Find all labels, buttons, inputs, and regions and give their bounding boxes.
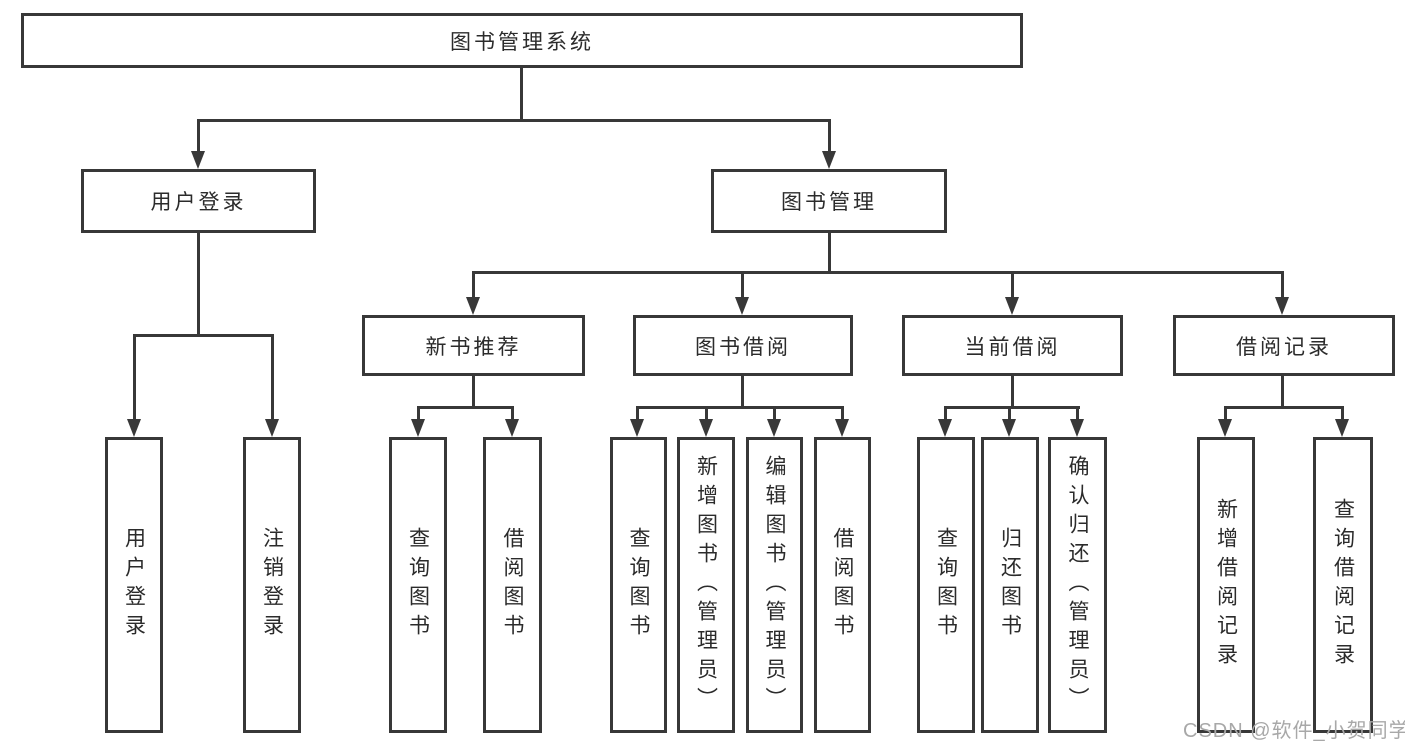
connector-line — [1011, 376, 1014, 409]
connector-line — [944, 406, 1080, 409]
connector-line — [705, 406, 708, 421]
arrow-down-icon — [630, 419, 644, 437]
node-label: 借阅记录 — [1236, 335, 1332, 359]
arrow-down-icon — [735, 297, 749, 315]
leaf-logout: 注销登录 — [243, 437, 301, 733]
leaf-query-books-recommend: 查询图书 — [389, 437, 447, 733]
connector-line — [741, 376, 744, 409]
arrow-down-icon — [835, 419, 849, 437]
node-label: 图书管理 — [781, 191, 877, 214]
leaf-edit-books-admin: 编辑图书（管理员） — [746, 437, 803, 733]
leaf-label: 新增图书（管理员） — [694, 454, 718, 716]
connector-line — [828, 119, 831, 153]
node-user-login: 用户登录 — [81, 169, 316, 233]
node-book-management: 图书管理 — [711, 169, 947, 233]
leaf-label: 归还图书 — [998, 527, 1022, 643]
connector-line — [511, 406, 514, 421]
arrow-down-icon — [411, 419, 425, 437]
node-label: 用户登录 — [150, 191, 247, 214]
arrow-down-icon — [822, 151, 836, 169]
arrow-down-icon — [1218, 419, 1232, 437]
connector-line — [1224, 406, 1227, 421]
node-label: 图书借阅 — [695, 335, 791, 359]
arrow-down-icon — [1275, 297, 1289, 315]
connector-line — [1011, 271, 1014, 299]
connector-line — [133, 334, 274, 337]
connector-line — [1076, 406, 1079, 421]
connector-line — [841, 406, 844, 421]
arrow-down-icon — [767, 419, 781, 437]
leaf-label: 查询图书 — [627, 527, 650, 643]
connector-line — [472, 271, 475, 299]
connector-line — [1224, 406, 1344, 409]
node-borrowing-records: 借阅记录 — [1173, 315, 1395, 376]
node-book-borrowing: 图书借阅 — [633, 315, 853, 376]
leaf-query-borrow-record: 查询借阅记录 — [1313, 437, 1373, 733]
leaf-add-books-admin: 新增图书（管理员） — [677, 437, 735, 733]
connector-line — [1008, 406, 1011, 421]
arrow-down-icon — [699, 419, 713, 437]
connector-line — [1281, 271, 1284, 299]
leaf-label: 借阅图书 — [501, 527, 524, 643]
leaf-query-books-current: 查询图书 — [917, 437, 975, 733]
leaf-confirm-return-admin: 确认归还（管理员） — [1048, 437, 1107, 733]
leaf-label: 新增借阅记录 — [1214, 498, 1238, 672]
leaf-label: 确认归还（管理员） — [1066, 454, 1089, 716]
arrow-down-icon — [265, 419, 279, 437]
arrow-down-icon — [127, 419, 141, 437]
connector-line — [944, 406, 947, 421]
arrow-down-icon — [505, 419, 519, 437]
node-label: 图书管理系统 — [450, 30, 594, 54]
connector-line — [197, 119, 200, 153]
node-current-borrowing: 当前借阅 — [902, 315, 1123, 376]
leaf-label: 编辑图书（管理员） — [763, 454, 786, 716]
connector-line — [1281, 376, 1284, 409]
arrow-down-icon — [1005, 297, 1019, 315]
leaf-user-login: 用户登录 — [105, 437, 163, 733]
leaf-label: 查询图书 — [406, 527, 430, 643]
leaf-add-borrow-record: 新增借阅记录 — [1197, 437, 1255, 733]
connector-line — [741, 271, 744, 299]
arrow-down-icon — [466, 297, 480, 315]
node-label: 当前借阅 — [964, 335, 1061, 359]
leaf-query-books-borrow: 查询图书 — [610, 437, 667, 733]
connector-line — [133, 334, 136, 421]
node-book-management-system: 图书管理系统 — [21, 13, 1023, 68]
leaf-return-books: 归还图书 — [981, 437, 1039, 733]
arrow-down-icon — [938, 419, 952, 437]
connector-line — [472, 271, 1284, 274]
connector-line — [636, 406, 639, 421]
connector-line — [828, 233, 831, 274]
connector-line — [520, 68, 523, 122]
arrow-down-icon — [1002, 419, 1016, 437]
arrow-down-icon — [1070, 419, 1084, 437]
connector-line — [197, 233, 200, 337]
connector-line — [773, 406, 776, 421]
leaf-borrow-books-borrow: 借阅图书 — [814, 437, 871, 733]
connector-line — [417, 406, 514, 409]
connector-line — [271, 334, 274, 421]
arrow-down-icon — [1335, 419, 1349, 437]
node-new-book-recommendation: 新书推荐 — [362, 315, 585, 376]
connector-line — [636, 406, 844, 409]
leaf-label: 查询图书 — [934, 527, 958, 643]
leaf-label: 注销登录 — [260, 527, 284, 643]
connector-line — [472, 376, 475, 409]
watermark: CSDN @软件_小贺同学 — [1183, 720, 1405, 742]
leaf-label: 借阅图书 — [831, 527, 854, 643]
leaf-label: 用户登录 — [122, 527, 146, 643]
leaf-label: 查询借阅记录 — [1331, 498, 1355, 672]
leaf-borrow-books-recommend: 借阅图书 — [483, 437, 542, 733]
arrow-down-icon — [191, 151, 205, 169]
node-label: 新书推荐 — [425, 335, 522, 359]
connector-line — [417, 406, 420, 421]
connector-line — [1341, 406, 1344, 421]
connector-line — [197, 119, 831, 122]
